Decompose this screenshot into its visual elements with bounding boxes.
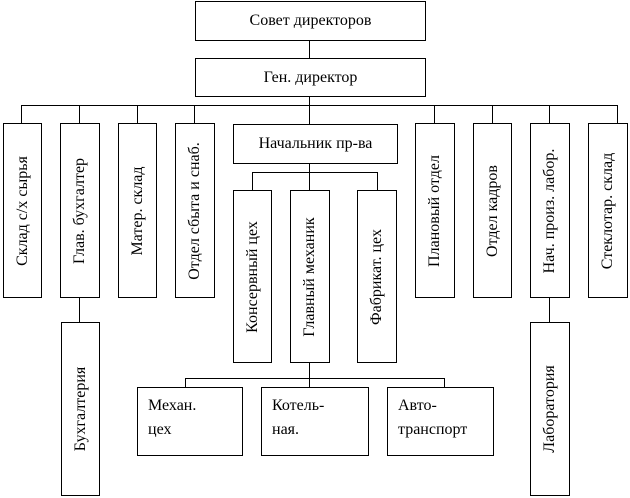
production-bus xyxy=(252,172,378,173)
department-bus xyxy=(21,105,618,106)
drop-production-head xyxy=(309,105,310,124)
mechanic-bus xyxy=(185,378,445,379)
fabrication-box: Фабрикат. цех xyxy=(357,190,397,363)
board-of-directors-box: Совет директоров xyxy=(195,1,426,41)
accounting-label: Бухгалтерия xyxy=(71,366,89,452)
raw-warehouse-label: Склад с/х сырья xyxy=(13,155,31,266)
sales-supply-box: Отдел сбыта и снаб. xyxy=(175,123,215,298)
raw-warehouse-box: Склад с/х сырья xyxy=(3,123,42,298)
fabrication-label: Фабрикат. цех xyxy=(368,228,385,325)
glass-warehouse-label: Стеклотар. склад xyxy=(599,152,616,269)
drop-chief-accountant xyxy=(79,105,80,123)
boiler-box: Котель- ная. xyxy=(261,387,369,456)
production-head-box: Начальник пр-ва xyxy=(233,124,398,164)
drop-cannery xyxy=(252,172,253,190)
sales-supply-label: Отдел сбыта и снаб. xyxy=(186,141,203,280)
connector-production-down xyxy=(309,163,310,173)
chief-accountant-box: Глав. бухгалтер xyxy=(60,123,100,298)
connector-director-to-bus xyxy=(309,96,310,106)
laboratory-label: Лаборатория xyxy=(541,365,558,453)
transport-line1: Авто- xyxy=(398,397,437,414)
cannery-box: Консервный цех xyxy=(233,190,272,363)
lab-head-label: Нач. произ. лабор. xyxy=(541,148,558,273)
materials-warehouse-label: Матер. склад xyxy=(128,165,146,256)
planning-box: Плановый отдел xyxy=(415,123,455,298)
planning-label: Плановый отдел xyxy=(426,154,443,267)
drop-transport xyxy=(444,378,445,387)
materials-warehouse-box: Матер. склад xyxy=(118,123,157,298)
drop-glass-warehouse xyxy=(617,105,618,123)
hr-label: Отдел кадров xyxy=(483,164,501,257)
glass-warehouse-box: Стеклотар. склад xyxy=(588,123,628,298)
drop-raw-warehouse xyxy=(21,105,22,123)
cannery-label: Консервный цех xyxy=(243,220,261,333)
connector-board-to-director xyxy=(309,40,310,58)
drop-chief-mechanic xyxy=(309,172,310,190)
chief-mechanic-label: Главный механик xyxy=(301,216,318,337)
chief-mechanic-box: Главный механик xyxy=(290,190,330,363)
general-director-box: Ген. директор xyxy=(195,58,426,97)
drop-materials-warehouse xyxy=(137,105,138,123)
chief-accountant-label: Глав. бухгалтер xyxy=(71,157,88,264)
mech-shop-line1: Механ. xyxy=(148,397,197,414)
accounting-box: Бухгалтерия xyxy=(61,322,100,496)
connector-mechanic-down xyxy=(309,362,310,388)
transport-box: Авто- транспорт xyxy=(387,387,494,456)
drop-planning xyxy=(434,105,435,123)
lab-head-box: Нач. произ. лабор. xyxy=(530,123,570,298)
connector-accountant-to-accounting xyxy=(79,297,80,322)
laboratory-box: Лаборатория xyxy=(530,322,570,496)
drop-hr xyxy=(492,105,493,123)
boiler-line1: Котель- xyxy=(272,397,325,414)
connector-labhead-to-lab xyxy=(549,297,550,322)
boiler-line2: ная. xyxy=(272,421,300,438)
hr-box: Отдел кадров xyxy=(473,123,512,298)
drop-fabrication xyxy=(377,172,378,190)
drop-sales-supply xyxy=(194,105,195,123)
drop-mech-shop xyxy=(185,378,186,387)
mech-shop-box: Механ. цех xyxy=(137,387,243,456)
drop-lab-head xyxy=(549,105,550,123)
mech-shop-line2: цех xyxy=(148,421,172,438)
transport-line2: транспорт xyxy=(398,421,468,438)
